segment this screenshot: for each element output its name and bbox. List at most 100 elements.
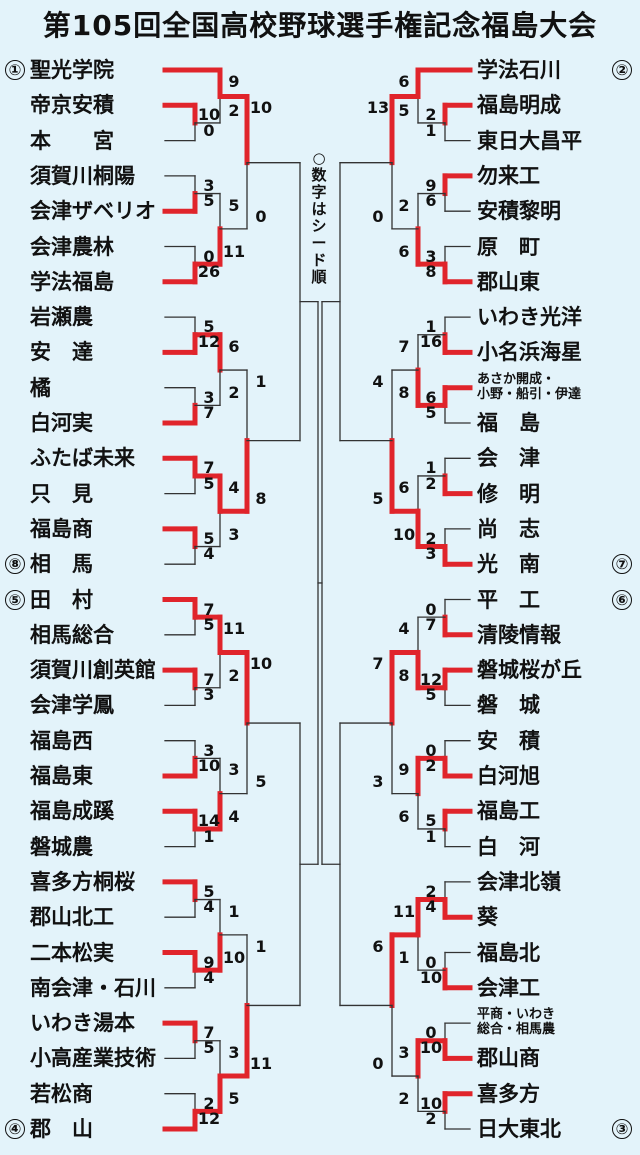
match-score: 6 — [425, 387, 437, 407]
team-name: 岩瀬農 — [30, 305, 93, 330]
match-score: 5 — [425, 403, 437, 422]
match-score: 5 — [203, 528, 215, 548]
match-score: 5 — [425, 811, 437, 831]
team-name: 会津ザベリオ — [30, 199, 156, 224]
page-title: 第105回全国高校野球選手権記念福島大会 — [42, 9, 598, 42]
team-name: 相 馬 — [30, 552, 93, 577]
team-name: 郡 山 — [30, 1117, 93, 1141]
match-score: 3 — [398, 1042, 410, 1062]
match-score: 11 — [249, 1054, 273, 1074]
team-name: 日大東北 — [477, 1117, 561, 1141]
team-name: 清陵情報 — [477, 622, 561, 647]
match-score: 10 — [392, 524, 416, 544]
team-name: 会津農林 — [30, 234, 114, 259]
match-score: 6 — [372, 936, 384, 956]
match-score: 8 — [425, 261, 437, 281]
match-score: 5 — [203, 317, 215, 337]
team-name: 葵 — [477, 905, 498, 930]
match-score: 3 — [425, 246, 437, 266]
match-score: 1 — [228, 901, 240, 921]
team-name: 本 宮 — [30, 128, 114, 153]
match-score: 0 — [255, 206, 267, 226]
match-score: 8 — [398, 665, 410, 685]
match-score: 0 — [425, 952, 437, 972]
match-score: 5 — [203, 1038, 215, 1058]
match-score: 6 — [398, 477, 410, 497]
match-score: 6 — [398, 242, 410, 262]
match-score: 5 — [398, 100, 410, 120]
match-score: 5 — [203, 191, 215, 211]
match-score: 2 — [398, 195, 410, 215]
match-score: 1 — [203, 826, 215, 846]
team-name: 二本松実 — [30, 940, 114, 965]
match-score: 7 — [398, 336, 410, 356]
team-name: いわき湯本 — [30, 1011, 135, 1036]
team-name: 小名浜海星 — [477, 340, 582, 365]
team-name: 会津学鳳 — [30, 693, 114, 718]
match-score: 10 — [197, 105, 221, 125]
match-score: 14 — [197, 811, 221, 831]
match-score: 0 — [203, 120, 215, 140]
team-name-line: あさか開成・ — [477, 371, 556, 387]
match-score: 7 — [372, 654, 384, 674]
seed-note: ○数字はシード順 — [311, 149, 327, 286]
match-score: 8 — [398, 383, 410, 403]
match-score: 3 — [203, 740, 215, 760]
match-score: 12 — [197, 1109, 221, 1128]
match-score: 9 — [228, 72, 240, 91]
match-score: 0 — [425, 1023, 437, 1043]
team-name: 喜多方桐桜 — [30, 869, 135, 894]
match-score: 5 — [425, 685, 437, 705]
match-score: 5 — [203, 881, 215, 901]
team-name: 只 見 — [30, 481, 93, 506]
match-score: 1 — [425, 826, 437, 846]
match-score: 2 — [228, 665, 240, 685]
team-name: 福島北 — [477, 940, 540, 965]
match-score: 1 — [425, 458, 437, 478]
match-score: 7 — [203, 458, 215, 478]
match-score: 12 — [197, 332, 221, 352]
match-score: 3 — [203, 685, 215, 705]
match-score: 2 — [425, 528, 437, 548]
match-score: 7 — [203, 403, 215, 422]
match-score: 6 — [228, 336, 240, 356]
match-score: 2 — [425, 756, 437, 775]
match-score: 10 — [222, 948, 246, 968]
match-score: 2 — [203, 1093, 215, 1113]
team-name: 白 河 — [477, 834, 540, 859]
match-score: 9 — [398, 760, 410, 780]
team-name: 白河旭 — [477, 764, 540, 788]
match-score: 10 — [419, 967, 443, 987]
team-name: 平商・いわき総合・相馬農 — [477, 1007, 600, 1039]
match-score: 2 — [398, 1089, 410, 1109]
match-score: 5 — [228, 195, 240, 215]
match-score: 0 — [203, 246, 215, 266]
team-name: ふたば未来 — [30, 446, 135, 471]
match-score: 4 — [228, 477, 240, 497]
match-score: 6 — [398, 806, 410, 826]
team-name: 磐城農 — [30, 834, 93, 859]
team-name: 安積黎明 — [477, 199, 561, 224]
match-score: 6 — [398, 72, 410, 91]
team-name: 須賀川桐陽 — [30, 163, 135, 188]
team-name: 福島成蹊 — [30, 799, 114, 824]
match-score: 26 — [197, 261, 221, 281]
match-score: 0 — [372, 1054, 384, 1074]
team-name: 小高産業技術 — [30, 1046, 156, 1071]
team-name: 会 津 — [477, 446, 540, 471]
match-score: 10 — [419, 1038, 443, 1058]
match-score: 9 — [425, 175, 437, 195]
match-score: 5 — [228, 1089, 240, 1109]
team-name: 帝京安積 — [30, 93, 114, 118]
team-name: 会津工 — [477, 975, 540, 1000]
seed-badge: ⑤ — [5, 589, 25, 610]
team-name: 福島東 — [30, 764, 93, 788]
match-score: 11 — [222, 242, 246, 262]
match-score: 3 — [203, 175, 215, 195]
team-name: 福島工 — [477, 799, 540, 824]
match-score: 1 — [425, 317, 437, 337]
team-name: 白河実 — [30, 411, 93, 435]
team-name: 福島西 — [30, 728, 93, 753]
match-score: 4 — [203, 967, 215, 987]
